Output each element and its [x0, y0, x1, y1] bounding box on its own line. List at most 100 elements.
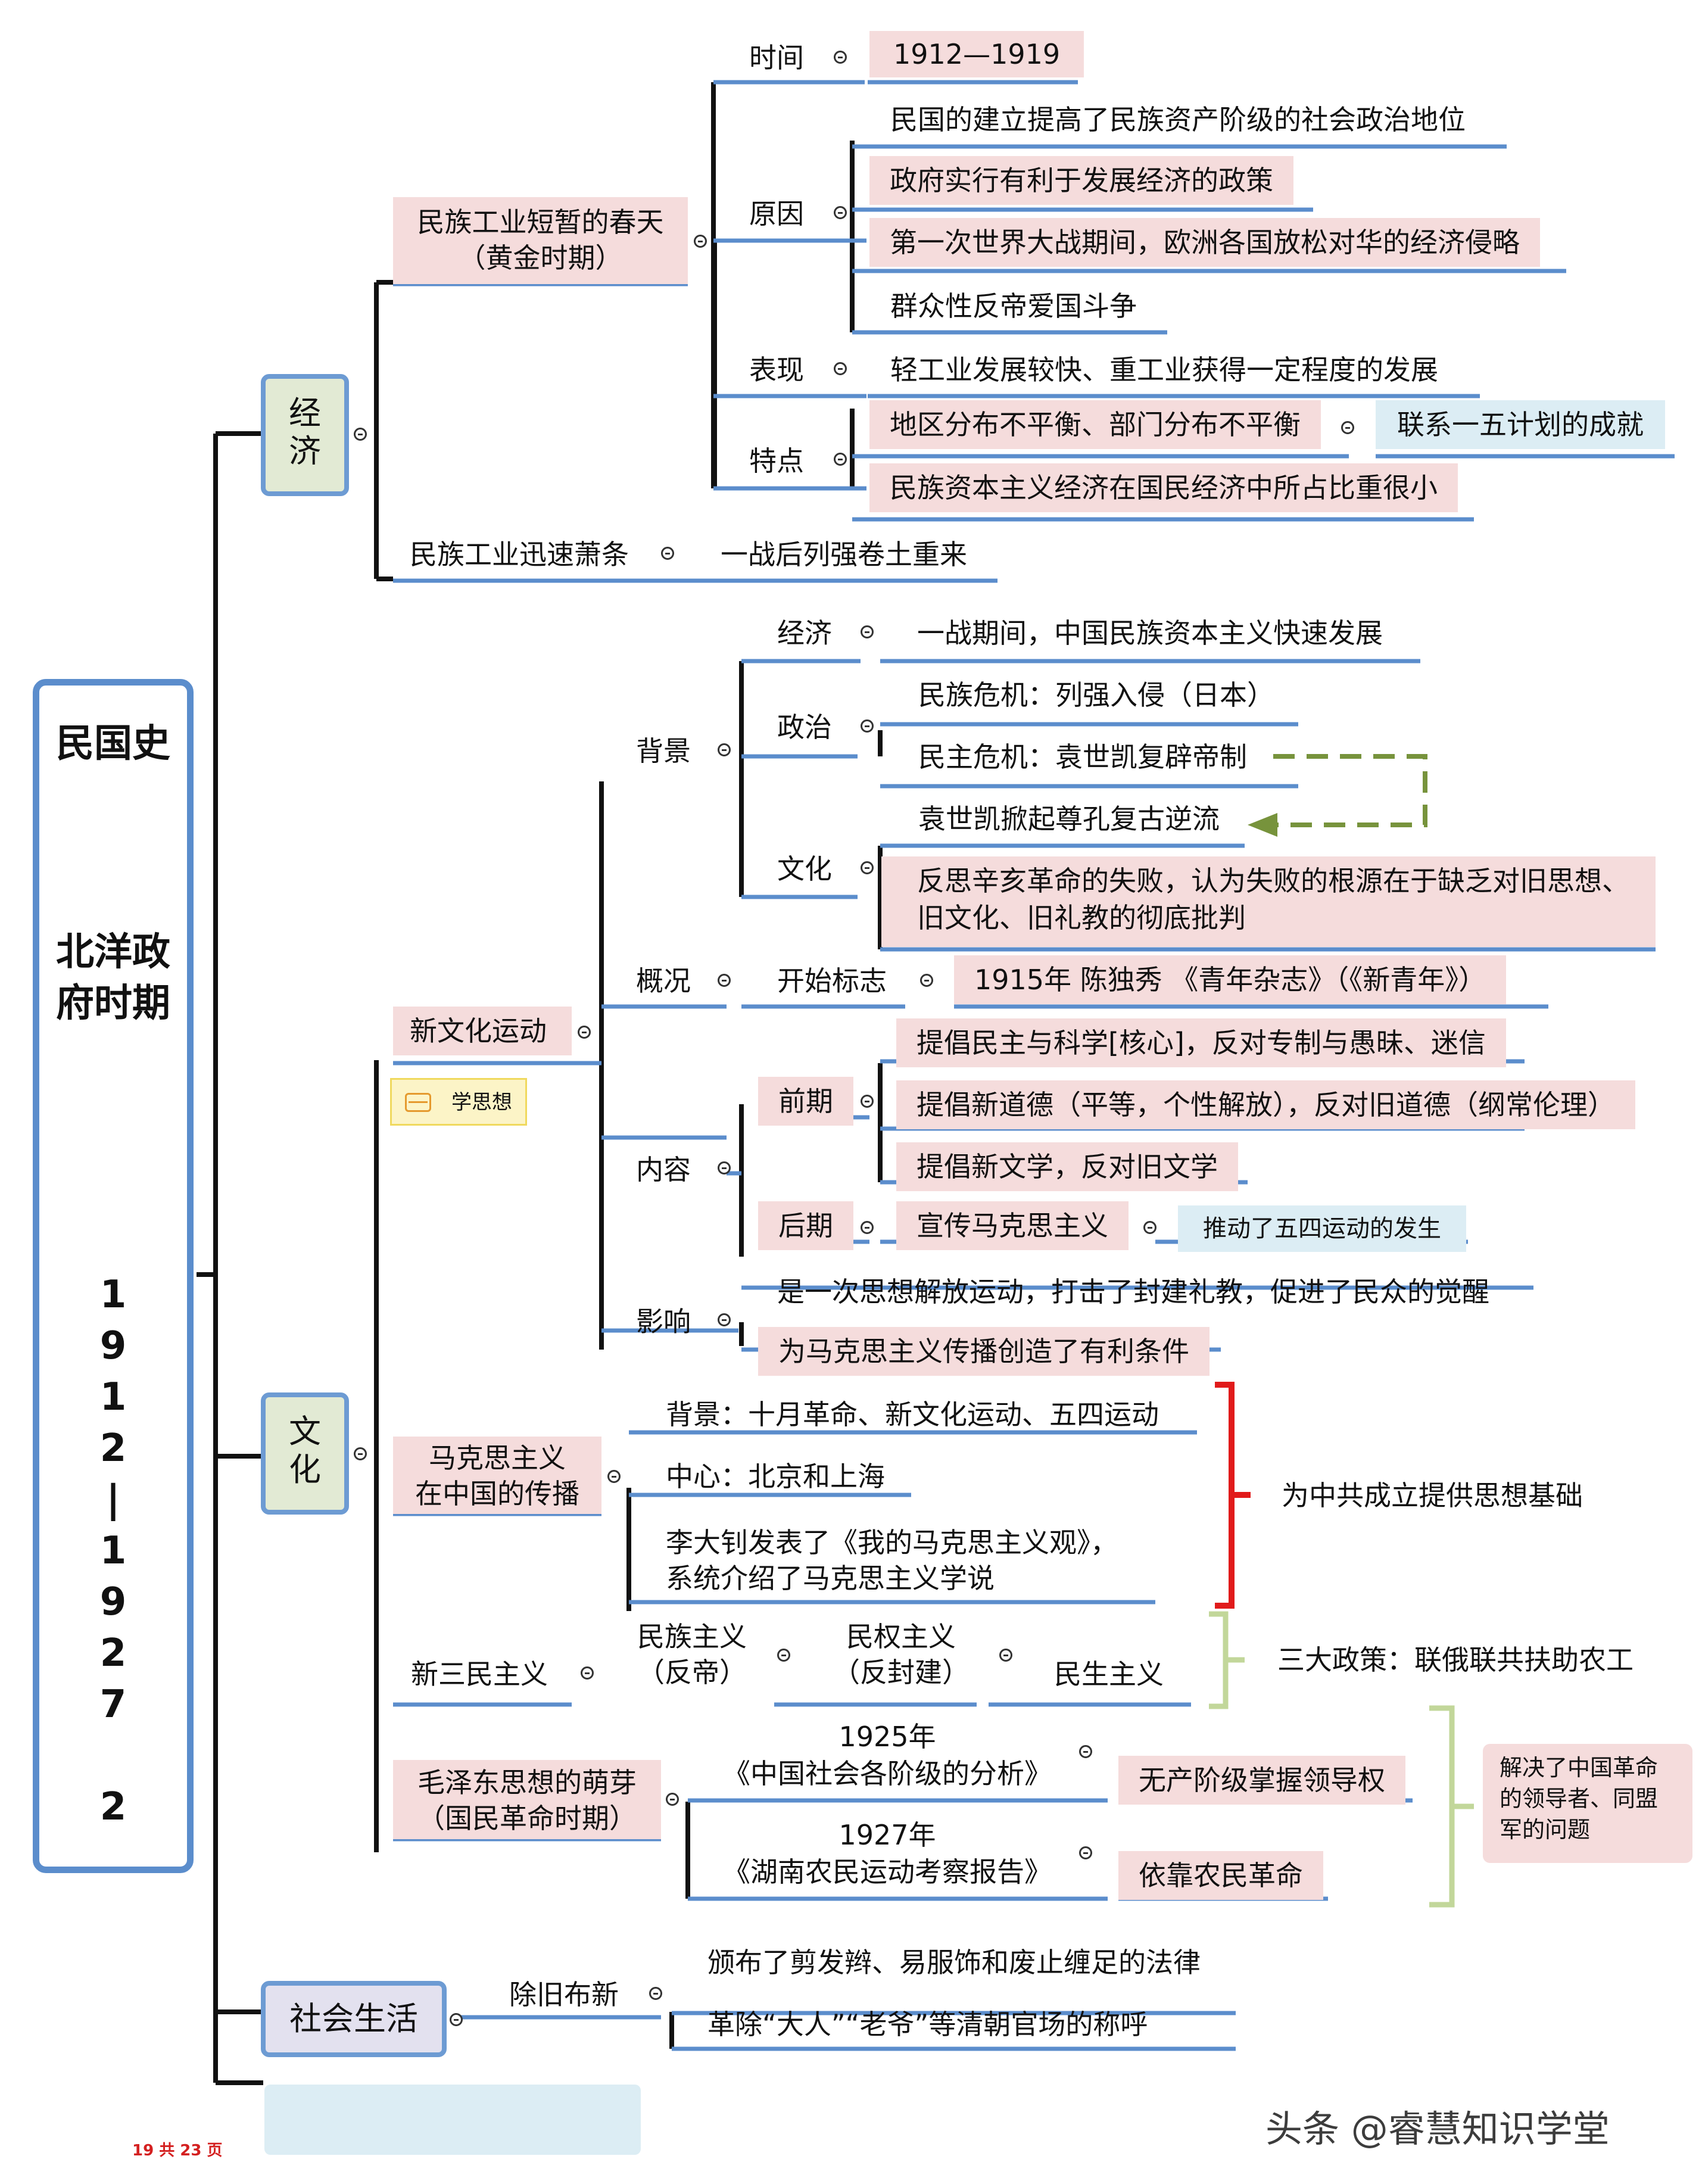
- empty-node[interactable]: [264, 2085, 641, 2155]
- node-mao-line2: （国民革命时期）: [417, 1802, 637, 1834]
- root-end-digit: 2: [99, 1785, 127, 1829]
- label-bg-culture: 文化: [777, 853, 832, 885]
- collapse-icon[interactable]: [1079, 1745, 1092, 1758]
- collapse-icon[interactable]: [718, 743, 731, 756]
- label-content: 内容: [636, 1154, 691, 1186]
- collapse-icon[interactable]: [718, 1313, 731, 1326]
- node-spring-line2: （黄金时期）: [458, 242, 623, 274]
- tag-label: 学思想: [451, 1091, 512, 1114]
- category-economy-label: 济: [289, 432, 321, 470]
- principle-name: 民权主义: [846, 1621, 956, 1653]
- label-bg-politics: 政治: [777, 711, 832, 743]
- collapse-icon[interactable]: [861, 719, 874, 733]
- watermark: 头条 @睿慧知识学堂: [1265, 2107, 1610, 2151]
- label-reason: 原因: [749, 198, 804, 230]
- category-economy[interactable]: 经 济: [261, 374, 349, 496]
- collapse-icon[interactable]: [920, 974, 933, 987]
- tag-icon: [405, 1093, 431, 1112]
- collapse-icon[interactable]: [354, 1447, 367, 1460]
- collapse-icon[interactable]: [834, 51, 847, 64]
- collapse-icon[interactable]: [607, 1470, 621, 1483]
- reason-item: 民国的建立提高了民族资产阶级的社会政治地位: [890, 104, 1466, 136]
- collapse-icon[interactable]: [834, 453, 847, 466]
- collapse-icon[interactable]: [777, 1649, 790, 1662]
- bg-culture-item: 袁世凯掀起尊孔复古逆流: [918, 803, 1220, 835]
- marx-item: 系统介绍了马克思主义学说: [666, 1562, 995, 1594]
- node-spring[interactable]: 民族工业短暂的春天 （黄金时期）: [393, 197, 688, 284]
- collapse-icon[interactable]: [354, 428, 367, 441]
- principle-livelihood: 民生主义: [1054, 1658, 1164, 1690]
- collapse-icon[interactable]: [666, 1793, 679, 1806]
- node-mao-line1: 毛泽东思想的萌芽: [417, 1766, 637, 1799]
- collapse-icon[interactable]: [694, 235, 707, 248]
- bg-culture-reflection: 反思辛亥革命的失败，认为失败的根源在于缺乏对旧思想、 旧文化、旧礼教的彻底批判: [881, 856, 1656, 947]
- mao-work-year: 1925年: [838, 1721, 936, 1753]
- label-background: 背景: [636, 735, 691, 767]
- collapse-icon[interactable]: [861, 1221, 874, 1234]
- principle-note: （反帝）: [637, 1656, 747, 1688]
- mao-conclusion: 解决了中国革命 的领导者、同盟 军的问题: [1483, 1744, 1692, 1863]
- mao-work-title: 《中国社会各阶级的分析》: [723, 1758, 1052, 1790]
- collapse-icon[interactable]: [450, 2013, 463, 2026]
- label-start-mark: 开始标志: [777, 965, 887, 997]
- value-bg-economy: 一战期间，中国民族资本主义快速发展: [917, 617, 1383, 649]
- node-mao-thought[interactable]: 毛泽东思想的萌芽 （国民革命时期）: [393, 1760, 661, 1839]
- collapse-icon[interactable]: [649, 1987, 662, 2000]
- collapse-icon[interactable]: [718, 974, 731, 987]
- node-marxism[interactable]: 马克思主义 在中国的传播: [393, 1437, 601, 1514]
- collapse-icon[interactable]: [999, 1649, 1012, 1662]
- collapse-icon[interactable]: [1341, 421, 1354, 434]
- reason-item: 群众性反帝爱国斗争: [890, 290, 1137, 322]
- node-new-three-principles[interactable]: 新三民主义: [411, 1658, 548, 1690]
- mao-conclusion-line: 的领导者、同盟: [1500, 1786, 1659, 1812]
- collapse-icon[interactable]: [861, 1095, 874, 1108]
- marx-conclusion: 为中共成立提供思想基础: [1282, 1479, 1583, 1512]
- mao-work-point: 依靠农民革命: [1118, 1851, 1323, 1900]
- label-performance: 表现: [749, 354, 804, 386]
- root-year-digit: 2: [99, 1426, 127, 1470]
- collapse-icon[interactable]: [834, 362, 847, 375]
- node-marxism-line2: 在中国的传播: [415, 1478, 579, 1510]
- node-reform[interactable]: 除旧布新: [509, 1979, 619, 2011]
- collapse-icon[interactable]: [861, 861, 874, 874]
- root-year-separator: |: [106, 1478, 120, 1522]
- late-item: 宣传马克思主义: [896, 1201, 1129, 1250]
- impact-item: 是一次思想解放运动，打击了封建礼教，促进了民众的觉醒: [777, 1276, 1489, 1308]
- mao-work-year: 1927年: [838, 1819, 936, 1851]
- reason-item: 政府实行有利于发展经济的政策: [869, 156, 1293, 205]
- collapse-icon[interactable]: [861, 625, 874, 638]
- category-culture[interactable]: 文 化: [261, 1392, 349, 1515]
- value-start-mark: 1915年 陈独秀 《青年杂志》（《新青年》）: [954, 955, 1507, 1004]
- collapse-icon[interactable]: [578, 1026, 591, 1039]
- collapse-icon[interactable]: [834, 206, 847, 219]
- root-node: 民国史 北洋政府时期 1 9 1 2 | 1 9 2 7 2: [33, 679, 194, 1873]
- feature-link: 联系一五计划的成就: [1376, 400, 1665, 449]
- collapse-icon[interactable]: [1143, 1221, 1157, 1234]
- feature-item: 民族资本主义经济在国民经济中所占比重很小: [869, 463, 1458, 512]
- root-subtitle: 北洋政府时期: [56, 930, 170, 1026]
- root-year-digit: 7: [99, 1683, 127, 1727]
- page-indicator: 19 共 23 页: [132, 2142, 223, 2160]
- bg-politics-item: 民族危机：列强入侵（日本）: [918, 679, 1274, 711]
- early-item: 提倡新文学，反对旧文学: [896, 1142, 1238, 1191]
- label-overview: 概况: [636, 965, 691, 997]
- label-early: 前期: [758, 1077, 853, 1126]
- label-late: 后期: [758, 1201, 853, 1250]
- late-note: 推动了五四运动的发生: [1178, 1205, 1466, 1252]
- root-year-digit: 9: [99, 1324, 127, 1368]
- bg-politics-item: 民主危机：袁世凯复辟帝制: [918, 741, 1247, 773]
- tag-learn-ideas[interactable]: 学思想: [390, 1078, 527, 1126]
- marx-item-multiline: 李大钊发表了《我的马克思主义观》， 系统介绍了马克思主义学说: [666, 1525, 1118, 1596]
- collapse-icon[interactable]: [1079, 1846, 1092, 1859]
- collapse-icon[interactable]: [581, 1666, 594, 1680]
- collapse-icon[interactable]: [718, 1161, 731, 1174]
- node-new-culture-movement[interactable]: 新文化运动: [393, 1007, 572, 1055]
- root-year-digit: 1: [99, 1375, 127, 1419]
- collapse-icon[interactable]: [661, 547, 674, 560]
- root-year-digit: 2: [99, 1631, 127, 1675]
- early-item: 提倡新道德（平等，个性解放），反对旧道德（纲常伦理）: [896, 1080, 1635, 1129]
- reason-item: 第一次世界大战期间，欧洲各国放松对华的经济侵略: [869, 218, 1540, 267]
- label-bg-economy: 经济: [777, 617, 832, 649]
- category-society[interactable]: 社会生活: [261, 1981, 447, 2057]
